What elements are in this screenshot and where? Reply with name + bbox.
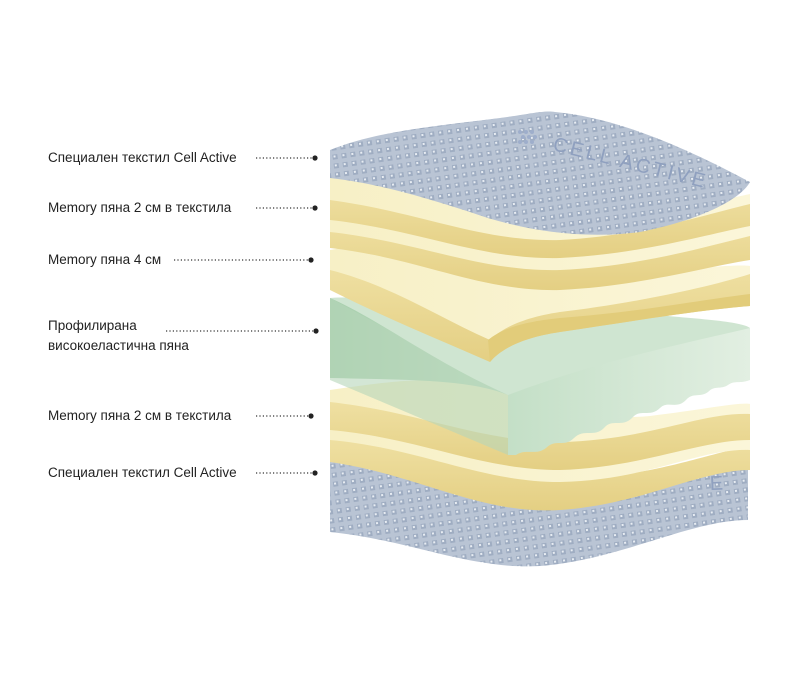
- label-memory-4cm-text: Memory пяна 4 см: [48, 252, 161, 267]
- cell-active-logo-icon: [518, 130, 537, 144]
- label-bottom-textile: Специален текстил Cell Active: [48, 465, 318, 480]
- label-profiled-foam-line2: високоеластична пяна: [48, 338, 189, 353]
- leader-dot: [312, 470, 318, 476]
- label-memory-2cm-bottom: Memory пяна 2 см в текстила: [48, 408, 314, 423]
- leader-dot: [312, 155, 318, 161]
- label-bottom-textile-text: Специален текстил Cell Active: [48, 465, 237, 480]
- label-memory-2cm-bottom-text: Memory пяна 2 см в текстила: [48, 408, 232, 423]
- label-top-textile-text: Специален текстил Cell Active: [48, 150, 237, 165]
- label-memory-2cm-top: Memory пяна 2 см в текстила: [48, 200, 318, 215]
- leader-dot: [313, 328, 319, 334]
- leader-dot: [308, 257, 314, 263]
- leader-dot: [308, 413, 314, 419]
- label-memory-4cm: Memory пяна 4 см: [48, 252, 314, 267]
- label-memory-2cm-top-text: Memory пяна 2 см в текстила: [48, 200, 232, 215]
- leader-dot: [312, 205, 318, 211]
- label-profiled-foam-line1: Профилирана: [48, 318, 137, 333]
- label-profiled-foam: Профилирана високоеластична пяна: [48, 318, 319, 353]
- label-top-textile: Специален текстил Cell Active: [48, 150, 318, 165]
- bottom-brand-text: E: [709, 472, 726, 495]
